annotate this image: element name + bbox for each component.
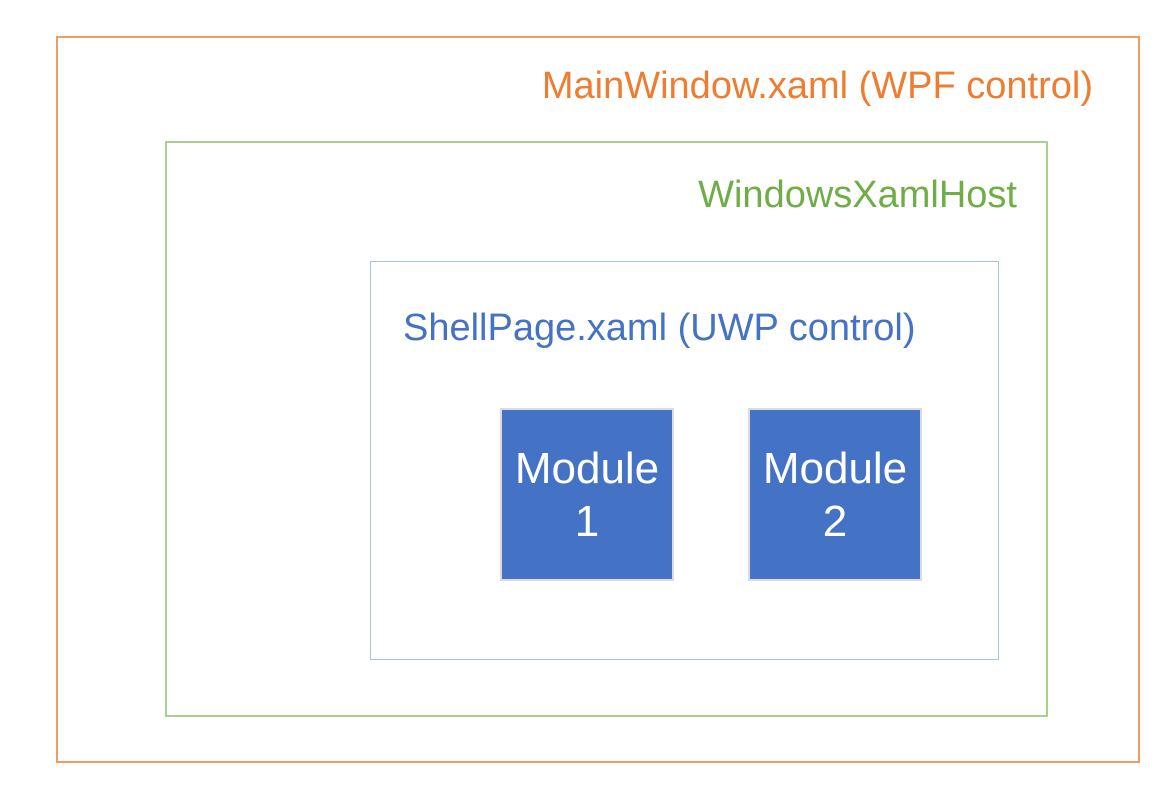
module-2-label-line1: Module bbox=[762, 443, 908, 493]
shellpage-label: ShellPage.xaml (UWP control) bbox=[403, 307, 916, 349]
shellpage-uwp-box bbox=[370, 261, 999, 660]
mainwindow-wpf-box bbox=[56, 36, 1140, 763]
windowsxamlhost-label: WindowsXamlHost bbox=[698, 174, 1017, 216]
module-1-label-line2: 1 bbox=[574, 496, 600, 546]
windowsxamlhost-box bbox=[165, 141, 1048, 717]
module-1-box: Module 1 bbox=[500, 408, 674, 581]
mainwindow-label: MainWindow.xaml (WPF control) bbox=[541, 65, 1093, 107]
module-1-label-line1: Module bbox=[514, 443, 660, 493]
module-2-box: Module 2 bbox=[748, 408, 922, 581]
module-2-label-line2: 2 bbox=[822, 496, 848, 546]
